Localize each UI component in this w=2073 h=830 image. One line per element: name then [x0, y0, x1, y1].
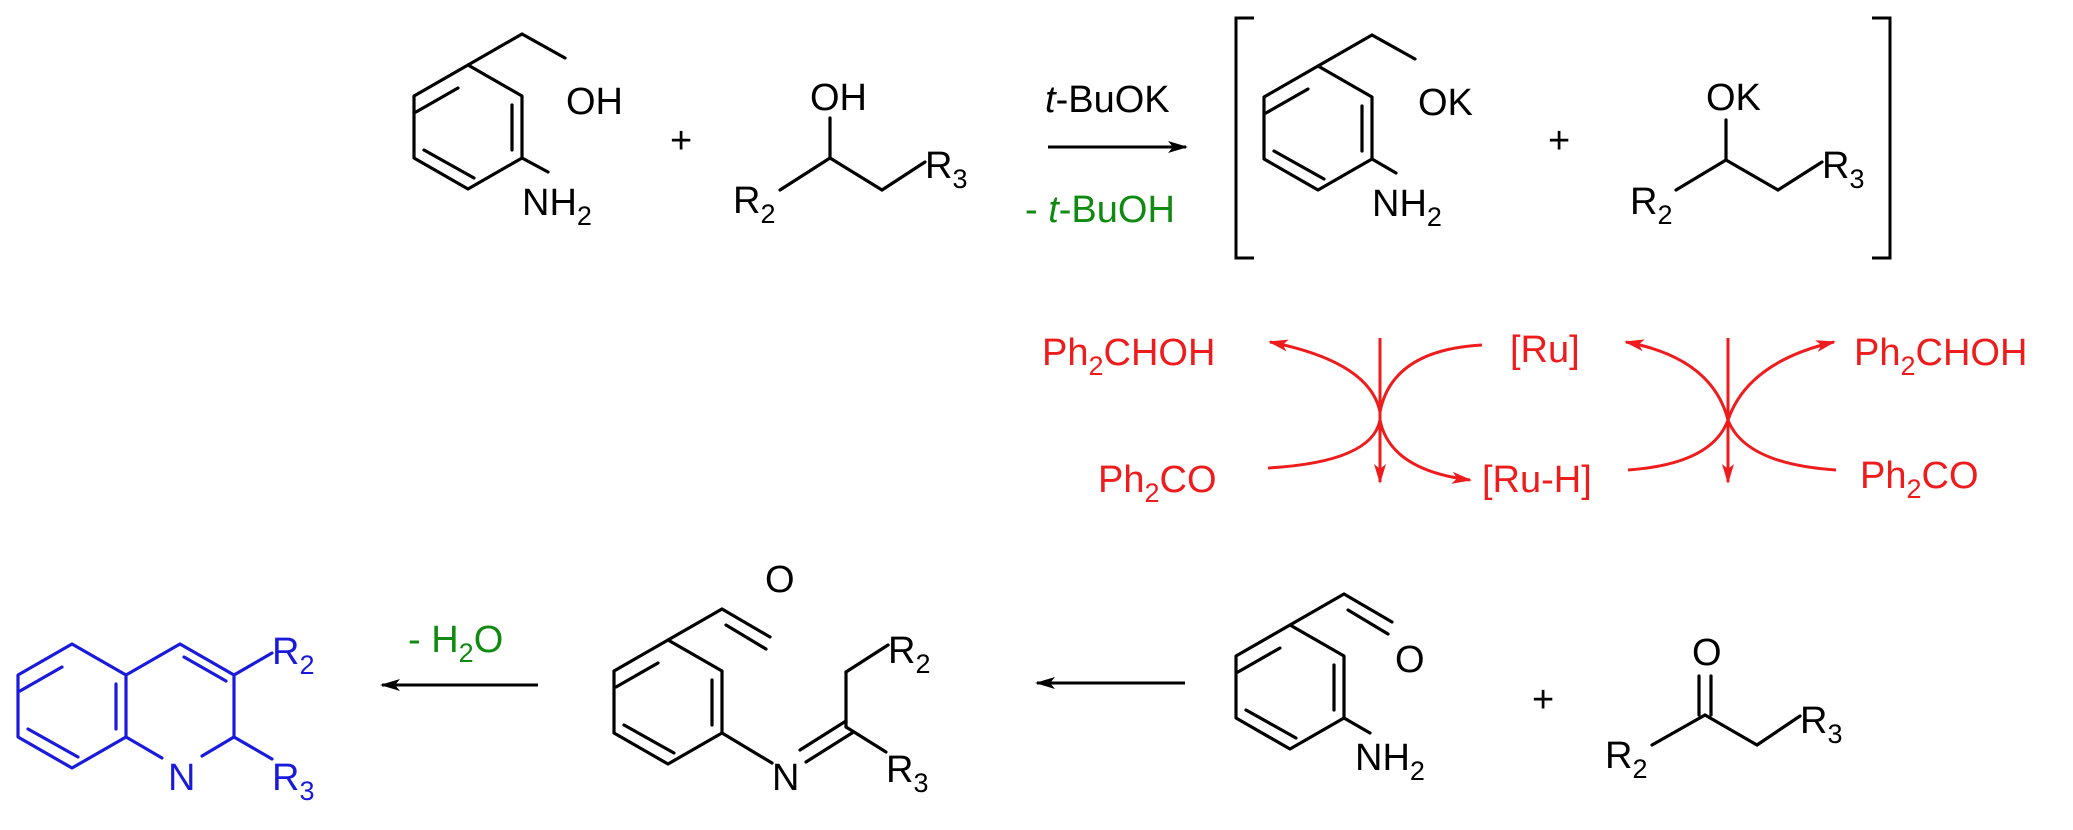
hydroxyl-label: OH [810, 77, 867, 119]
ketone-skeleton [1650, 674, 1802, 747]
aldehyde-oxygen: O [765, 559, 795, 601]
water-loss-label: - H2O [408, 619, 503, 668]
ring-nitrogen: N [168, 757, 195, 799]
ruthenium-hydride: [Ru-H] [1482, 459, 1592, 501]
cycle-arrows [1267, 338, 1837, 484]
secondary-alkoxide: OK R2 R3 [1630, 77, 1864, 230]
secondary-alcohol: OH R2 R3 [733, 77, 967, 229]
right-bracket [1872, 16, 1892, 260]
benzhydrol-right: Ph2CHOH [1854, 332, 2027, 381]
r2-label: R2 [733, 180, 775, 229]
byproduct-label: - t-BuOH [1025, 189, 1175, 231]
aminobenzaldehyde: O NH2 [1234, 592, 1425, 786]
r3-label: R3 [1822, 145, 1864, 194]
r2-label: R2 [888, 630, 930, 679]
r2-label: R2 [1605, 735, 1647, 784]
benzophenone-right: Ph2CO [1860, 455, 1979, 504]
amine-label: NH2 [522, 182, 592, 231]
r2-label: R2 [272, 631, 314, 680]
imine-intermediate: O N R2 R3 [612, 559, 930, 799]
ruthenium-catalytic-cycle: Ph2CHOH Ph2CO [Ru] [Ru-H] Ph2CHOH Ph2CO [1042, 329, 2027, 508]
amine-label: NH2 [1355, 737, 1425, 786]
alkoxide-label: OK [1418, 82, 1473, 124]
base-reagent: t-BuOK [1045, 79, 1170, 121]
r3-label: R3 [272, 757, 314, 806]
carbonyl-oxygen: O [1395, 639, 1425, 681]
alkoxide-skeleton [1674, 118, 1824, 192]
carbonyl-oxygen: O [1692, 632, 1722, 674]
imine-nitrogen: N [772, 757, 799, 799]
amine-label: NH2 [1372, 183, 1442, 232]
r3-label: R3 [925, 145, 967, 194]
plus-sign: + [1532, 679, 1554, 721]
quinoline-product: N R2 R3 [16, 631, 314, 806]
r3-label: R3 [886, 749, 928, 798]
aminobenzyl-alkoxide: OK NH2 [1262, 33, 1473, 232]
plus-sign: + [1548, 120, 1570, 162]
imine-skeleton [612, 607, 890, 766]
benzene-ring [1234, 592, 1394, 751]
ketone: O R2 R3 [1605, 632, 1842, 784]
r2-label: R2 [1630, 181, 1672, 230]
benzene-ring [412, 32, 567, 191]
plus-sign: + [670, 120, 692, 162]
aminobenzyl-alcohol: OH NH2 [412, 32, 623, 231]
ruthenium-catalyst: [Ru] [1510, 329, 1580, 371]
alcohol-skeleton [778, 116, 927, 192]
hydroxyl-label: OH [566, 81, 623, 123]
benzhydrol-left: Ph2CHOH [1042, 332, 1215, 381]
quinoline-skeleton [16, 642, 274, 770]
r3-label: R3 [1800, 700, 1842, 749]
left-bracket [1234, 16, 1254, 260]
benzophenone-left: Ph2CO [1098, 459, 1217, 508]
benzene-ring [1262, 33, 1417, 192]
alkoxide-label: OK [1706, 77, 1761, 119]
